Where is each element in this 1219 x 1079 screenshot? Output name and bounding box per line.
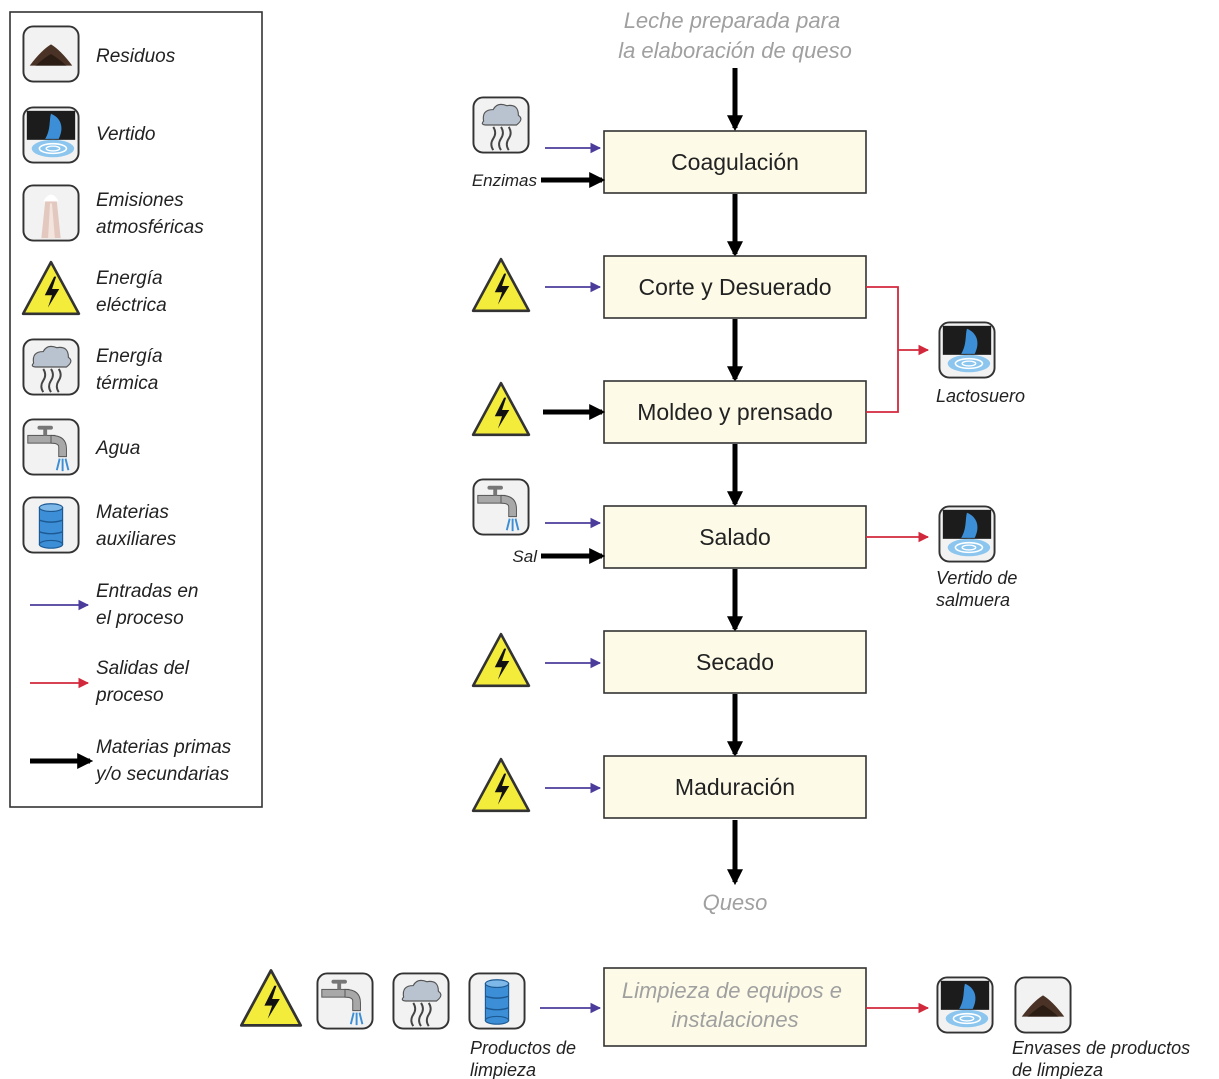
flow-start-line-2: la elaboración de queso	[618, 38, 852, 63]
cleaning-box-line-2: instalaciones	[671, 1007, 798, 1032]
step-corte-desuerado: Corte y Desuerado	[603, 255, 867, 319]
legend-label-residuos: Residuos	[96, 46, 176, 67]
svg-text:Materias auxiliares: Materias auxiliares	[96, 502, 177, 550]
legend-label-salidas-1: Salidas del	[96, 658, 190, 679]
svg-text:Salidas del proceso: Salidas del proceso	[95, 658, 194, 706]
residuos-icon	[1014, 976, 1072, 1034]
cleaning-box-line-1: Limpieza de equipos e	[622, 978, 842, 1003]
svg-text:Energía térmica: Energía térmica	[96, 346, 168, 394]
energia-electrica-icon	[471, 257, 531, 313]
step-moldeo-prensado: Moldeo y prensado	[603, 380, 867, 444]
svg-text:Emisiones atmosféricas: Emisiones atmosféricas	[96, 190, 204, 238]
step-salado: Salado	[603, 505, 867, 569]
flow-start-line-1: Leche preparada para	[624, 8, 841, 33]
legend-label-materias-2: auxiliares	[96, 529, 177, 550]
legend-label-entradas-2: el proceso	[96, 608, 184, 629]
input-label-enzimas: Enzimas	[472, 171, 538, 190]
step-label: Coagulación	[671, 149, 799, 175]
materias-auxiliares-icon	[22, 496, 80, 554]
legend-label-agua: Agua	[95, 438, 140, 459]
legend-label-salidas-2: proceso	[95, 685, 164, 706]
input-label-sal: Sal	[512, 547, 538, 566]
step-secado: Secado	[603, 630, 867, 694]
energia-termica-icon	[22, 338, 80, 396]
emisiones-icon	[22, 184, 80, 242]
energia-electrica-icon	[239, 969, 303, 1027]
svg-text:Limpieza de equipos e in: Limpieza de equipos e instalaciones	[622, 978, 848, 1032]
cleaning-output-label-2: de limpieza	[1012, 1060, 1103, 1079]
vertido-icon	[938, 505, 996, 563]
output-label-lactosuero: Lactosuero	[936, 386, 1025, 406]
output-connector-lactosuero	[866, 286, 899, 413]
legend-label-electrica-1: Energía	[96, 268, 163, 289]
legend-label-emisiones-2: atmosféricas	[96, 217, 204, 238]
svg-text:Vertido de salmuera: Vertido de salmuera	[936, 568, 1022, 610]
energia-electrica-icon	[471, 757, 531, 813]
legend-label-vertido: Vertido	[96, 124, 156, 145]
cleaning-output-label-1: Envases de productos	[1012, 1038, 1190, 1058]
step-coagulacion: Coagulación	[603, 130, 867, 194]
legend-label-electrica-2: eléctrica	[96, 295, 167, 316]
legend-label-materias-1: Materias	[96, 502, 169, 523]
vertido-icon	[22, 106, 80, 164]
energia-electrica-icon	[471, 632, 531, 688]
step-label: Corte y Desuerado	[638, 274, 831, 300]
step-label: Maduración	[675, 774, 795, 800]
legend-label-materias-primas-2: y/o secundarias	[94, 764, 230, 785]
cleaning-row: Productos de limpieza Limpieza de equipo…	[239, 967, 1195, 1079]
svg-text:Energía eléctrica: Energía eléctrica	[96, 268, 168, 316]
svg-text:Agua: Agua	[95, 438, 140, 459]
energia-electrica-icon	[471, 381, 531, 437]
svg-text:Residuos: Residuos	[96, 46, 176, 67]
legend-label-termica-2: térmica	[96, 373, 158, 394]
legend-label-termica-1: Energía	[96, 346, 163, 367]
svg-text:Entradas en el proceso: Entradas en el proceso	[96, 581, 204, 629]
step-label: Moldeo y prensado	[637, 399, 833, 425]
main-flow: Leche preparada para la elaboración de q…	[471, 8, 1025, 915]
materias-auxiliares-icon	[468, 972, 526, 1030]
svg-text:Materias primas y/o secu: Materias primas y/o secundarias	[94, 737, 236, 785]
vertido-icon	[938, 321, 996, 379]
cleaning-input-label-1: Productos de	[470, 1038, 576, 1058]
cleaning-box	[603, 967, 867, 1047]
svg-text:Leche preparada para la: Leche preparada para la elaboración de q…	[618, 8, 852, 63]
agua-icon	[472, 478, 530, 536]
legend-label-emisiones-1: Emisiones	[96, 190, 184, 211]
agua-icon	[22, 418, 80, 476]
svg-text:Vertido: Vertido	[96, 124, 156, 145]
output-label-salmuera-2: salmuera	[936, 590, 1010, 610]
energia-termica-icon	[392, 972, 450, 1030]
legend-label-materias-primas-1: Materias primas	[96, 737, 232, 758]
legend: Residuos Vertido Emisiones atmosféricas …	[9, 11, 263, 808]
svg-text:Productos de limpieza: Productos de limpieza	[470, 1038, 581, 1079]
energia-termica-icon	[472, 96, 530, 154]
step-label: Salado	[699, 524, 771, 550]
residuos-icon	[22, 25, 80, 83]
output-label-salmuera-1: Vertido de	[936, 568, 1017, 588]
agua-icon	[316, 972, 374, 1030]
legend-label-entradas-1: Entradas en	[96, 581, 198, 602]
step-maduracion: Maduración	[603, 755, 867, 819]
cleaning-input-label-2: limpieza	[470, 1060, 536, 1079]
vertido-icon	[936, 976, 994, 1034]
step-label: Secado	[696, 649, 774, 675]
flow-end-label: Queso	[703, 890, 768, 915]
svg-text:Envases de productos de: Envases de productos de limpieza	[1012, 1038, 1195, 1079]
